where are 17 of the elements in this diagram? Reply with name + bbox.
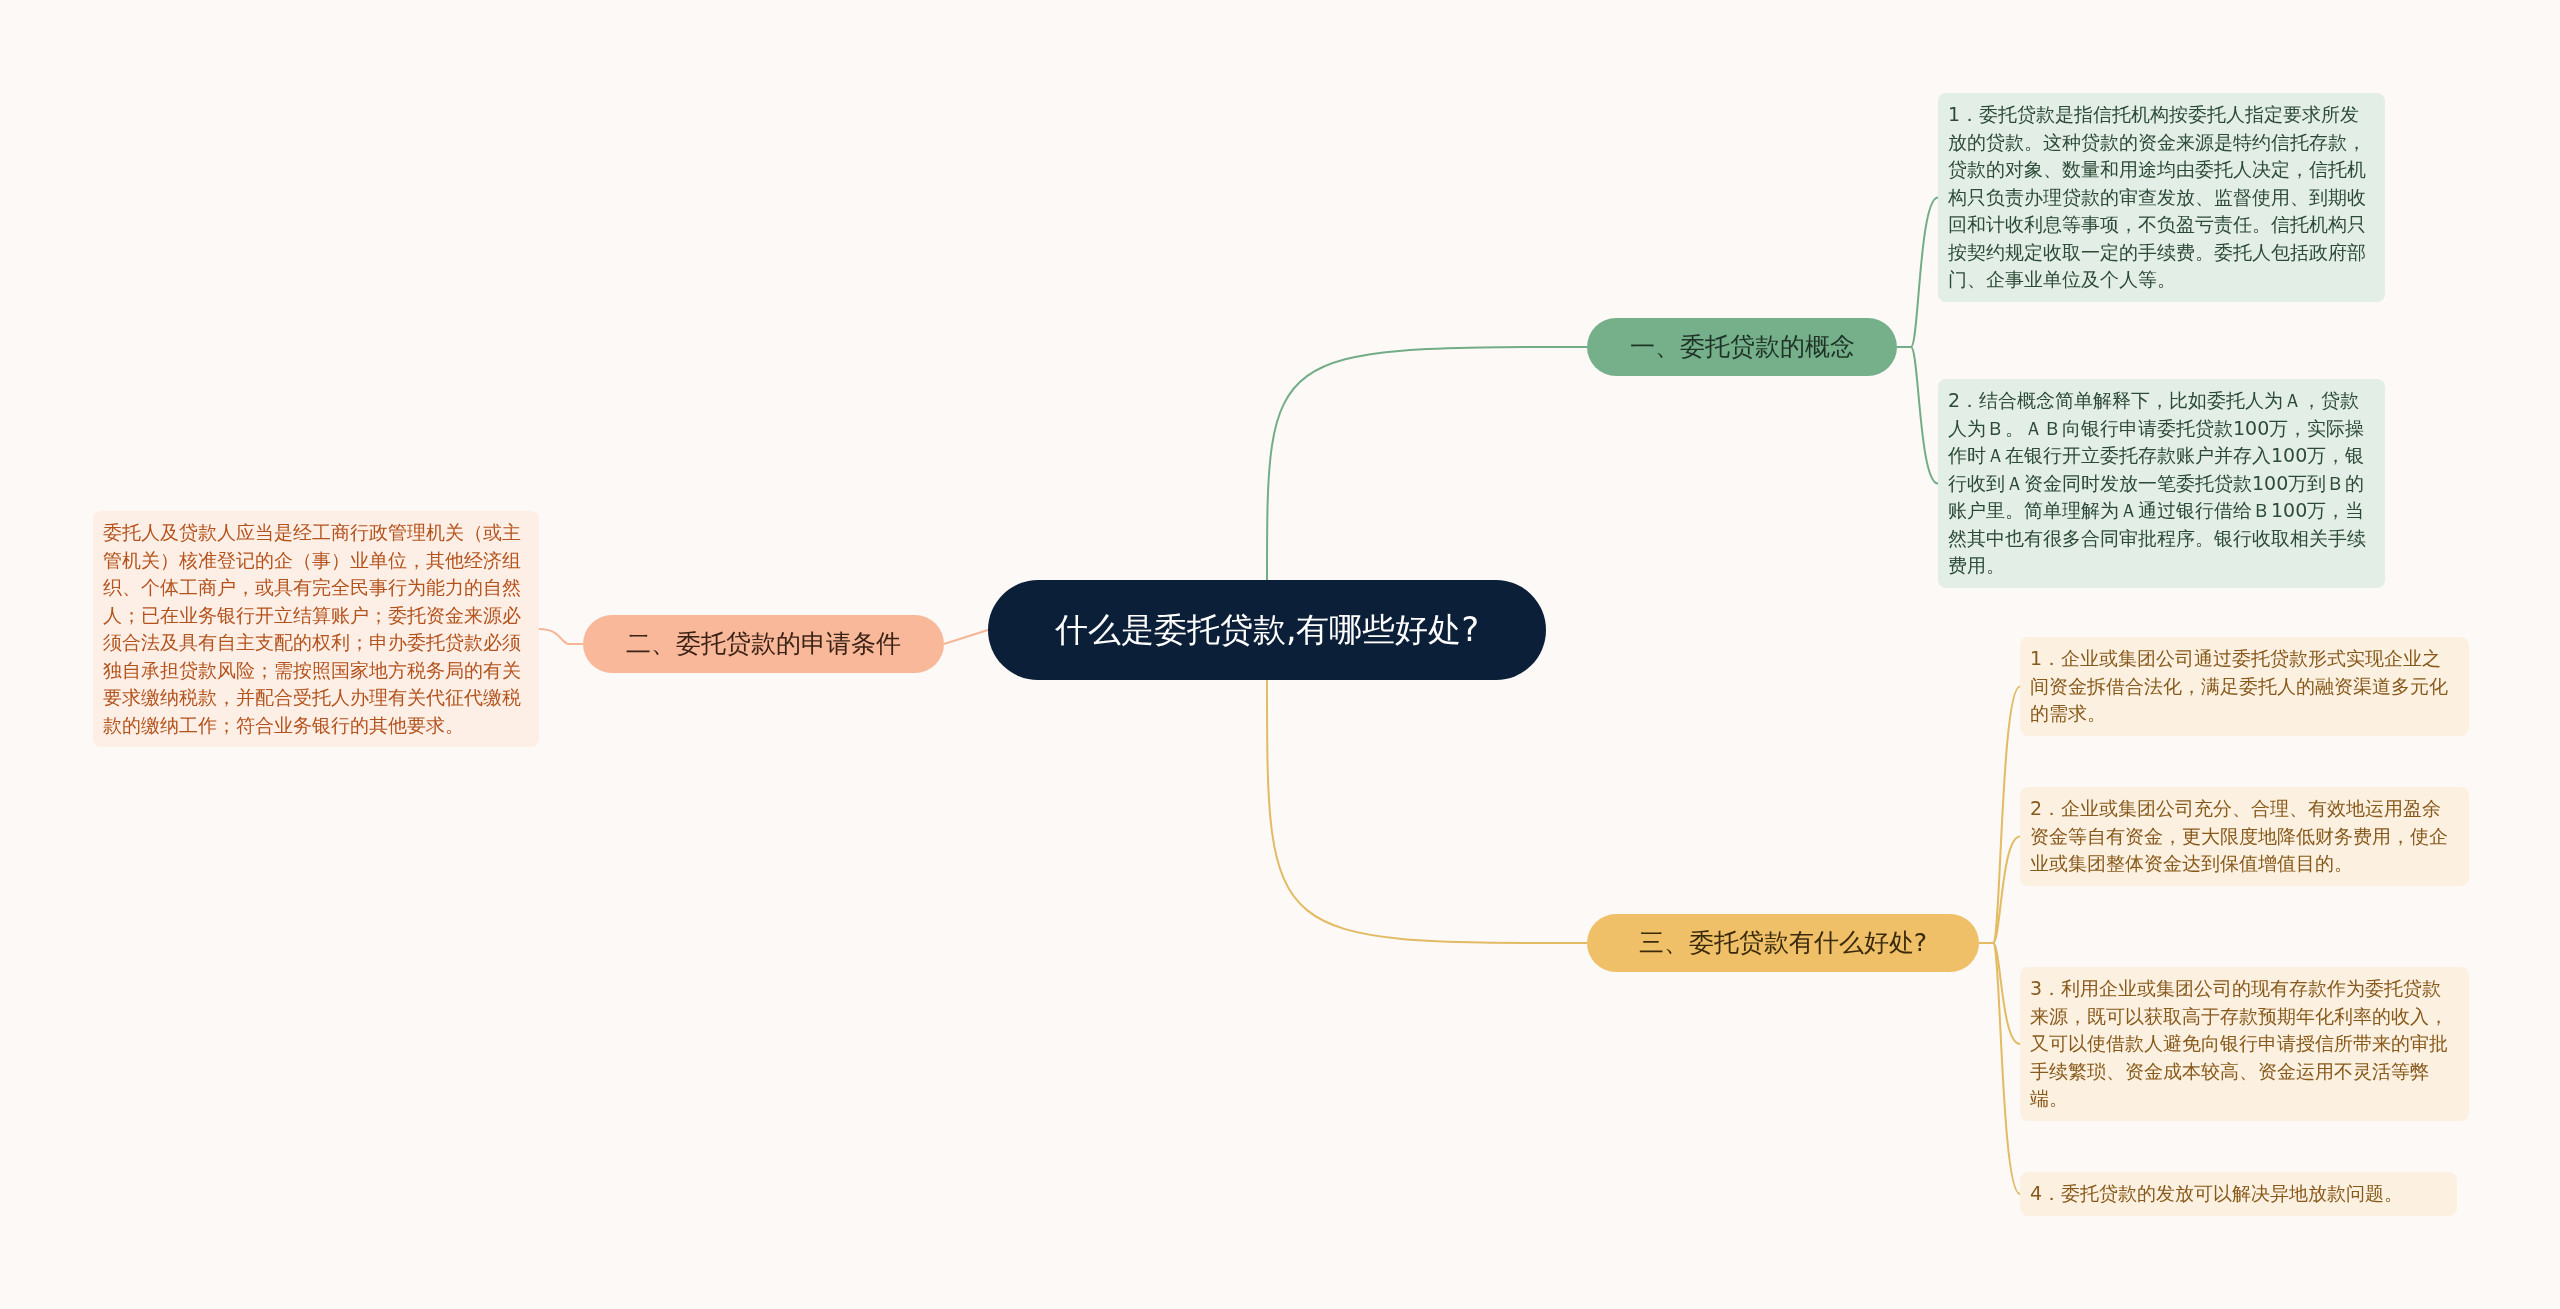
branch-topic: 三、委托贷款有什么好处? — [1587, 914, 1979, 972]
leaf-note: 1．委托贷款是指信托机构按委托人指定要求所发放的贷款。这种贷款的资金来源是特约信托存款，贷款的对象、数量和用途均由委托人决定，信托机构只负责办理贷款的审查发放、监督使用、到期收回和计收利息等事项，不负盈亏责任。信托机构只按契约规定收取一定的手续费。委托人包括政府部门、企事业单位及个人等。 — [1938, 93, 2385, 302]
leaf-note: 2．结合概念简单解释下，比如委托人为Ａ，贷款人为Ｂ。ＡＢ向银行申请委托贷款100万，实际操作时Ａ在银行开立委托存款账户并存入100万，银行收到Ａ资金同时发放一笔委托贷款100万到Ｂ的账户里。简单理解为Ａ通过银行借给Ｂ100万，当然其中也有很多合同审批程序。银行收取相关手续费用。 — [1938, 379, 2385, 588]
branch-topic: 二、委托贷款的申请条件 — [583, 615, 944, 673]
connector-line — [1978, 942, 2021, 1195]
leaf-note: 3．利用企业或集团公司的现有存款作为委托贷款来源，既可以获取高于存款预期年化利率的收入，又可以使借款人避免向银行申请授信所带来的审批手续繁琐、资金成本较高、资金运用不灵活等弊端。 — [2020, 967, 2469, 1121]
leaf-note: 委托人及贷款人应当是经工商行政管理机关（或主管机关）核准登记的企（事）业单位，其他经济组织、个体工商户，或具有完全民事行为能力的自然人；已在业务银行开立结算账户；委托资金来源必须合法及具有自主支配的权利；申办委托贷款必须独自承担贷款风险；需按照国家地方税务局的有关要求缴纳税款，并配合受托人办理有关代征代缴税款的缴纳工作；符合业务银行的其他要求。 — [93, 511, 539, 747]
connector-line — [1266, 679, 1588, 944]
connector-line — [1896, 346, 1939, 485]
connector-line — [1266, 346, 1588, 581]
leaf-note: 1．企业或集团公司通过委托贷款形式实现企业之间资金拆借合法化，满足委托人的融资渠道多元化的需求。 — [2020, 637, 2469, 736]
root-topic: 什么是委托贷款,有哪些好处? — [988, 580, 1546, 680]
connector-line — [538, 628, 584, 645]
branch-topic: 一、委托贷款的概念 — [1587, 318, 1897, 376]
leaf-note: 4．委托贷款的发放可以解决异地放款问题。 — [2020, 1172, 2457, 1216]
leaf-note: 2．企业或集团公司充分、合理、有效地运用盈余资金等自有资金，更大限度地降低财务费用，使企业或集团整体资金达到保值增值目的。 — [2020, 787, 2469, 886]
connector-line — [943, 629, 989, 645]
